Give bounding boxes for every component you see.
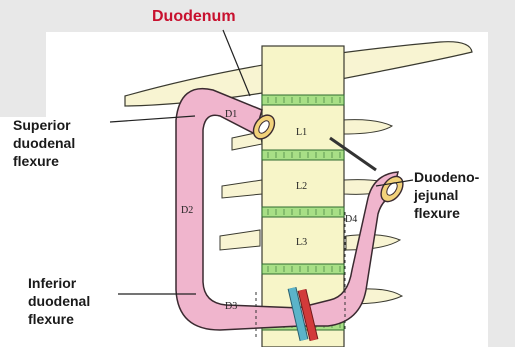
segment-label-d2: D2: [181, 205, 193, 216]
backdrop-top: [0, 0, 515, 32]
label-inferior-line-1: Inferior: [28, 274, 90, 292]
transverse-process-l2-left: [222, 180, 262, 198]
vertebra-label-l3: L3: [296, 237, 307, 248]
label-superior-duodenal-flexure: Superior duodenal flexure: [13, 116, 75, 170]
label-inferior-duodenal-flexure: Inferior duodenal flexure: [28, 274, 90, 328]
segment-label-d4: D4: [345, 214, 357, 225]
backdrop-left: [0, 0, 46, 117]
label-superior-line-2: duodenal: [13, 134, 75, 152]
label-dj-line-1: Duodeno-: [414, 168, 479, 186]
transverse-process-l3-left: [220, 230, 260, 250]
label-dj-line-2: jejunal: [414, 186, 479, 204]
label-duodenojejunal-flexure: Duodeno- jejunal flexure: [414, 168, 479, 222]
segment-label-d1: D1: [225, 109, 237, 120]
label-superior-line-3: flexure: [13, 152, 75, 170]
segment-label-d3: D3: [225, 301, 237, 312]
label-inferior-line-3: flexure: [28, 310, 90, 328]
label-inferior-line-2: duodenal: [28, 292, 90, 310]
backdrop-right: [488, 0, 515, 347]
diagram-title: Duodenum: [152, 8, 236, 26]
transverse-process-l1-right: [342, 120, 392, 134]
label-superior-line-1: Superior: [13, 116, 75, 134]
vertebra-label-l1: L1: [296, 127, 307, 138]
label-dj-line-3: flexure: [414, 204, 479, 222]
vertebra-label-l2: L2: [296, 181, 307, 192]
